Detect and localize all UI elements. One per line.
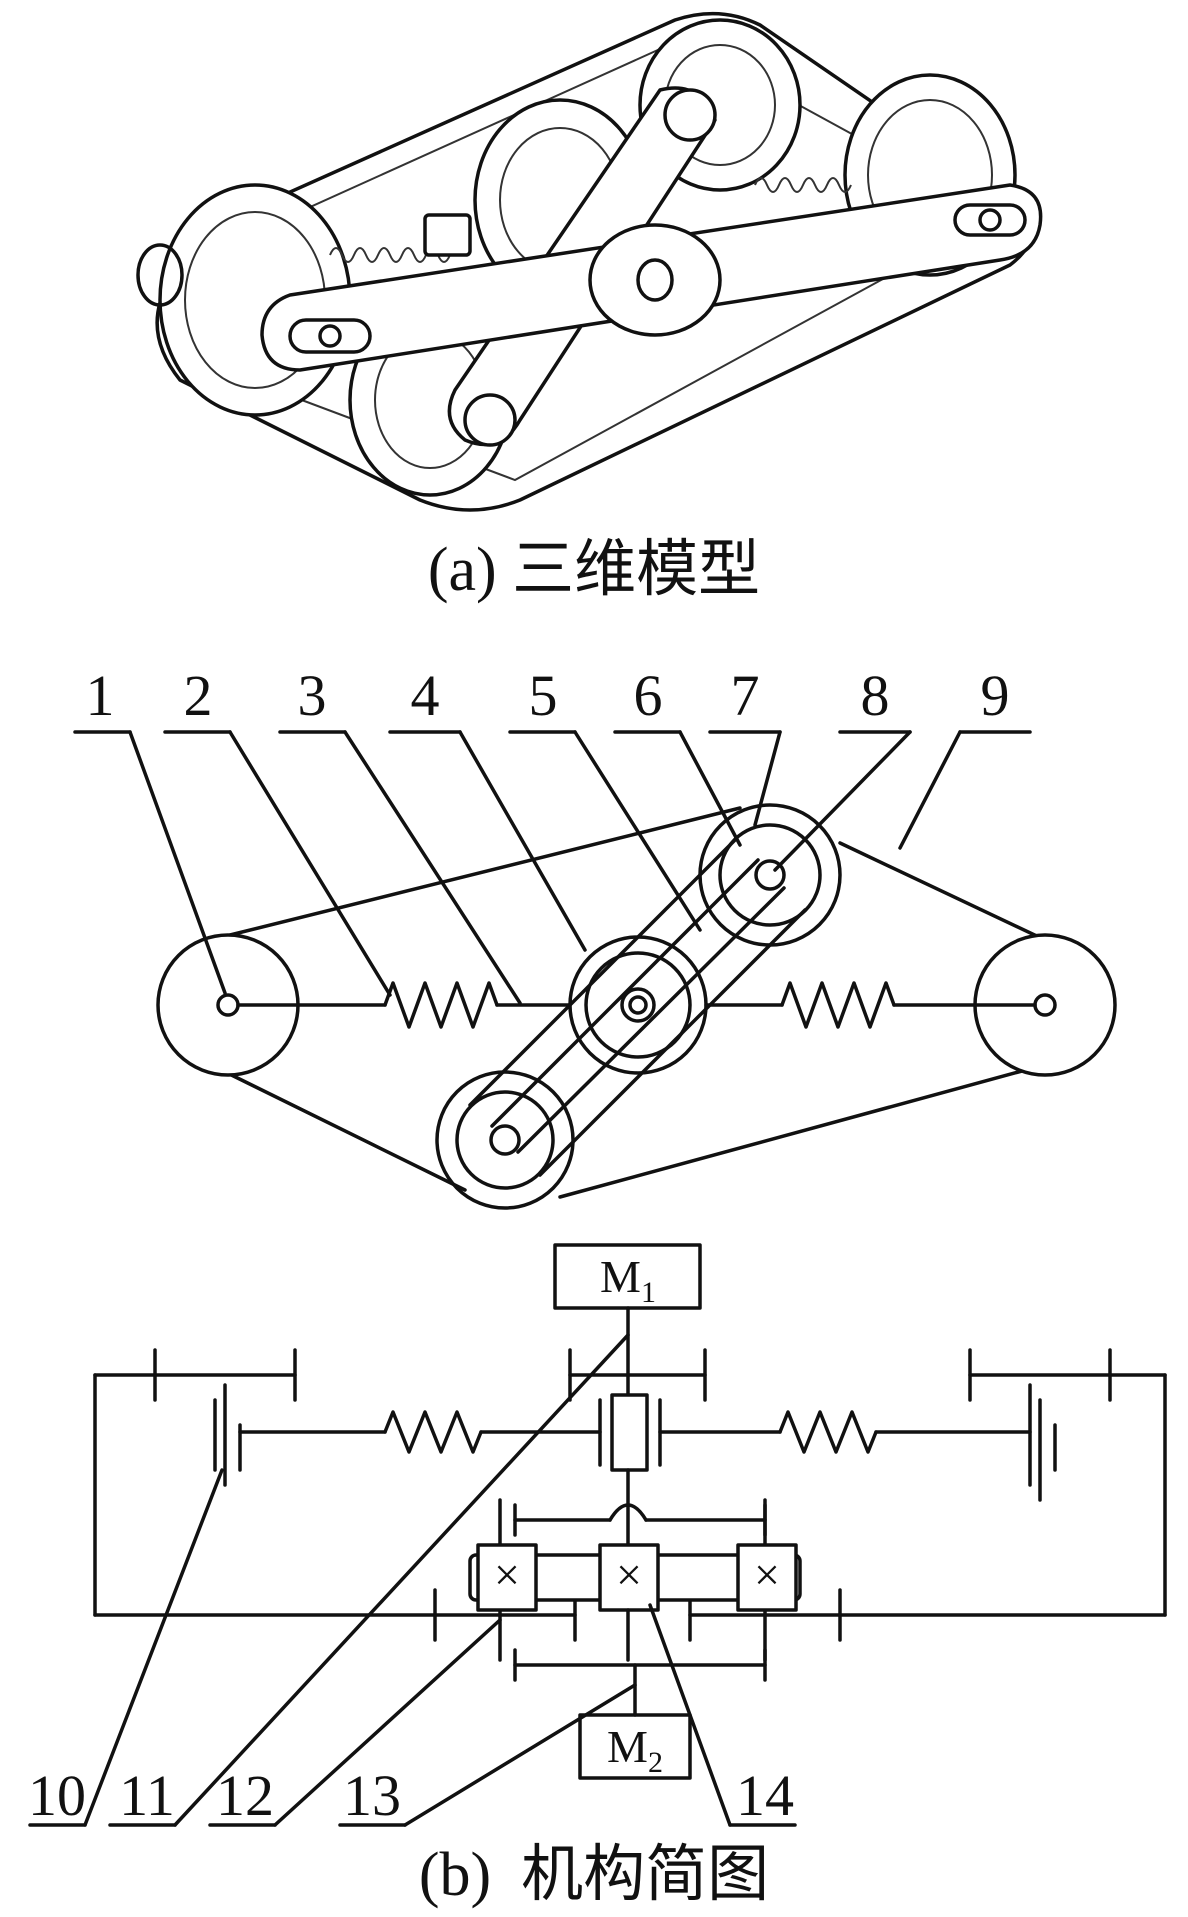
svg-text:×: × xyxy=(754,1549,780,1600)
label-13: 13 xyxy=(343,1763,401,1828)
label-6: 6 xyxy=(634,663,663,728)
label-5: 5 xyxy=(529,663,558,728)
top-leaders xyxy=(73,730,1032,1005)
label-8: 8 xyxy=(861,663,890,728)
caption-b: (b)机构简图 xyxy=(419,1841,769,1909)
top-schematic xyxy=(156,803,1117,1210)
label-12: 12 xyxy=(216,1763,274,1828)
motor-2-label: M2 xyxy=(607,1721,663,1779)
label-11: 11 xyxy=(119,1763,175,1828)
label-14: 14 xyxy=(736,1763,794,1828)
label-4: 4 xyxy=(411,663,440,728)
bottom-part-labels: 10 11 12 13 14 xyxy=(28,1763,794,1828)
svg-text:×: × xyxy=(494,1549,520,1600)
label-9: 9 xyxy=(981,663,1010,728)
label-2: 2 xyxy=(184,663,213,728)
motor-2-box xyxy=(578,1713,692,1780)
caption-a: (a) 三维模型 xyxy=(428,536,760,604)
label-1: 1 xyxy=(86,663,115,728)
kinematic-sketch: M1 M2 xyxy=(93,1243,1167,1780)
motor-1-label: M1 xyxy=(600,1251,656,1309)
top-part-labels: 1 2 3 4 5 6 7 8 9 xyxy=(86,663,1010,728)
center-wheel xyxy=(568,935,708,1075)
label-7: 7 xyxy=(731,663,760,728)
three-d-model xyxy=(136,11,1043,512)
bottom-leaders xyxy=(28,1333,797,1827)
motor-1-box xyxy=(553,1243,702,1310)
label-3: 3 xyxy=(298,663,327,728)
svg-text:×: × xyxy=(616,1549,642,1600)
label-10: 10 xyxy=(28,1763,86,1828)
